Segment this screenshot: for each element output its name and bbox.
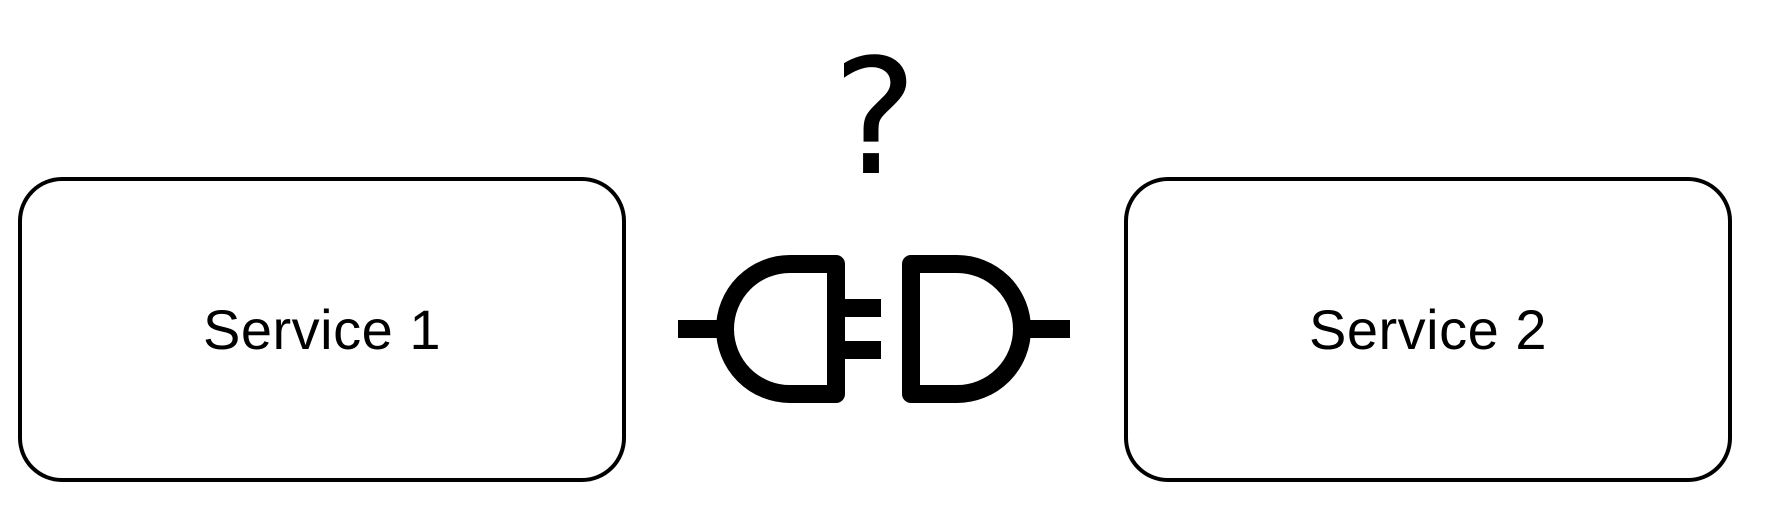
service-1-box: Service 1 [18, 177, 626, 482]
plug-right-wire [1026, 320, 1070, 338]
plug-right-half [902, 255, 1031, 403]
service-2-box: Service 2 [1124, 177, 1732, 482]
service-1-label: Service 1 [203, 298, 441, 361]
service-2-label: Service 2 [1309, 298, 1547, 361]
question-mark: ? [832, 24, 918, 211]
plug-prongs [845, 299, 881, 359]
plug-left-half [716, 255, 845, 403]
plug-left-wire [678, 320, 722, 338]
